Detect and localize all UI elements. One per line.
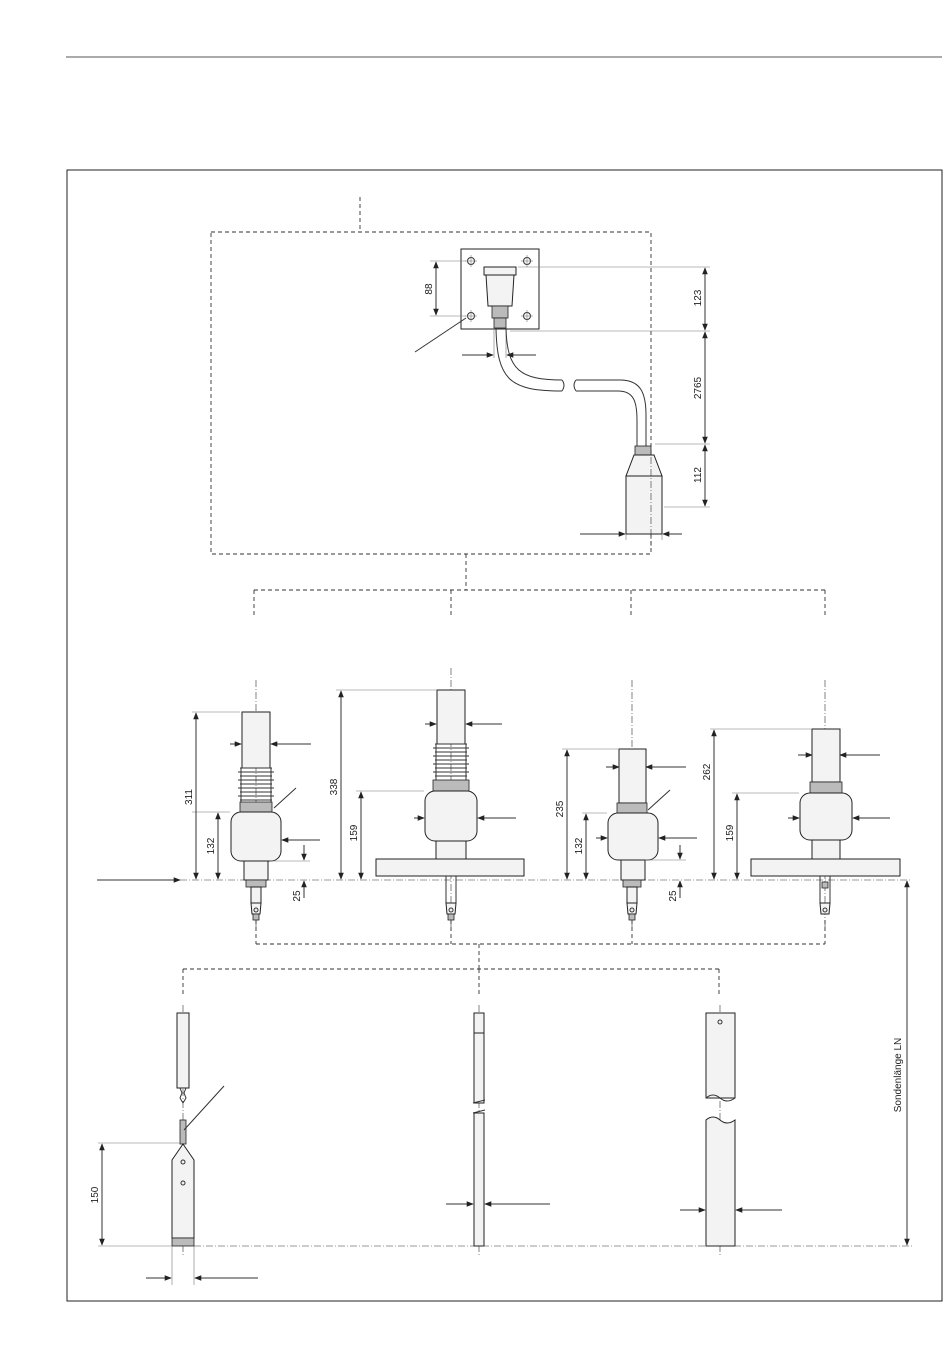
dim-235: 235 bbox=[555, 800, 566, 817]
remote-version-group: 88 123 2765 112 bbox=[211, 197, 710, 590]
probe-thick-rod bbox=[680, 1005, 782, 1255]
dim-2765: 2765 bbox=[693, 376, 704, 399]
dim-132-b: 132 bbox=[574, 837, 585, 854]
probe-rope: 150 bbox=[90, 1005, 258, 1285]
sensor-small-threaded: 235 132 25 bbox=[555, 680, 697, 930]
dim-338: 338 bbox=[329, 778, 340, 795]
dim-311: 311 bbox=[184, 789, 195, 805]
drawing-frame bbox=[67, 170, 942, 1301]
sensor-compact-threaded: 311 132 25 bbox=[184, 680, 320, 930]
dim-112: 112 bbox=[693, 467, 704, 483]
dim-25-a: 25 bbox=[292, 890, 303, 902]
dim-159-a: 159 bbox=[349, 824, 360, 841]
dim-88: 88 bbox=[424, 283, 435, 295]
dim-123: 123 bbox=[693, 289, 704, 306]
probe-thin-rod bbox=[446, 1005, 550, 1255]
dim-262: 262 bbox=[702, 763, 713, 780]
sensor-compact-flanged: 338 159 bbox=[329, 668, 524, 930]
dim-159-b: 159 bbox=[725, 824, 736, 841]
probe-length-label: Sondenlänge LN bbox=[893, 1038, 904, 1113]
dim-150: 150 bbox=[90, 1186, 101, 1203]
probe-options-connector bbox=[183, 920, 825, 995]
dim-132-a: 132 bbox=[206, 837, 217, 854]
dim-25-b: 25 bbox=[668, 890, 679, 902]
housing-options-connector bbox=[254, 590, 825, 617]
sensor-small-flanged: 262 159 bbox=[702, 680, 900, 930]
probe-length-dimension: Sondenlänge LN bbox=[194, 881, 912, 1246]
